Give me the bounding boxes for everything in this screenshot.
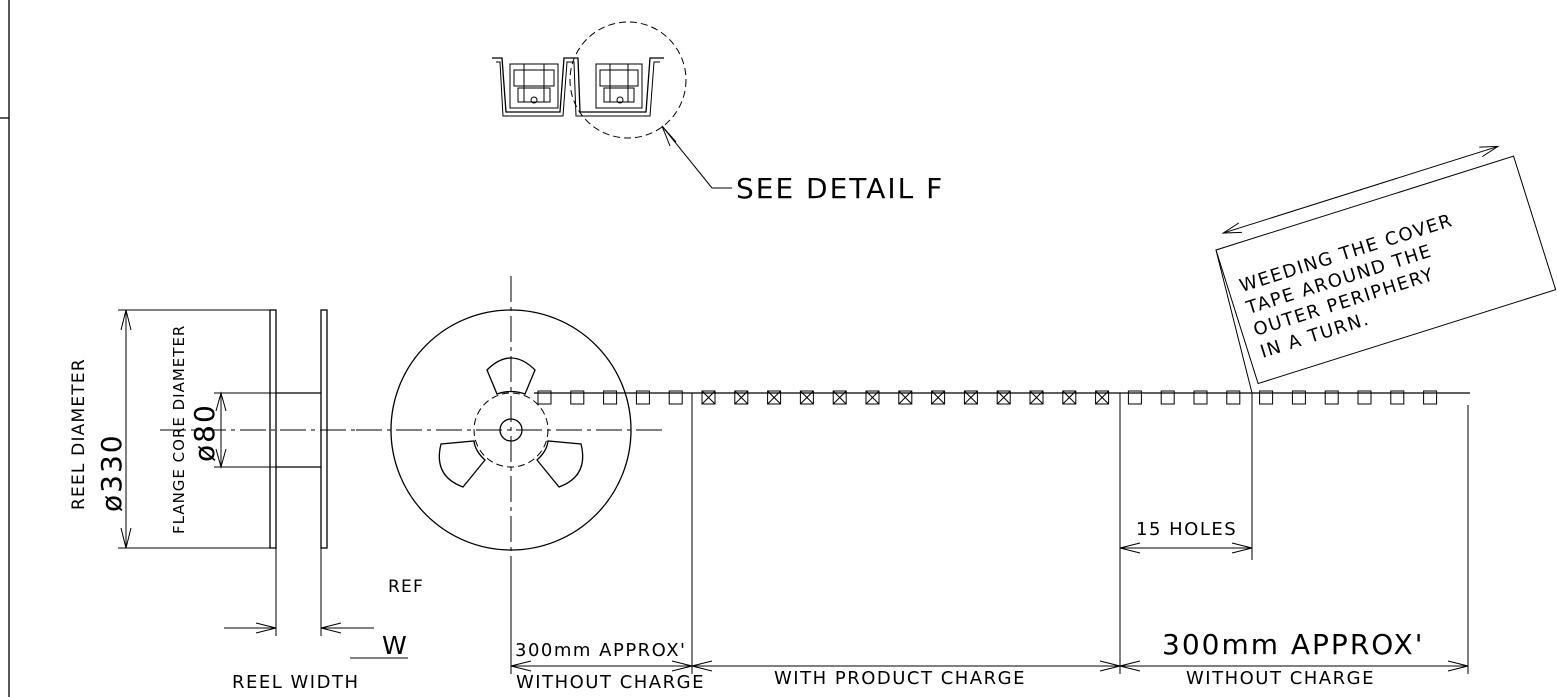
empty-pocket: [1390, 390, 1405, 405]
filled-pocket: [898, 390, 913, 405]
empty-pocket: [603, 390, 618, 405]
empty-pocket: [1160, 390, 1175, 405]
filled-pocket: [734, 390, 749, 405]
empty-pocket: [1324, 390, 1339, 405]
filled-pocket: [1029, 390, 1044, 405]
filled-pocket: [832, 390, 847, 405]
tape-cross-section: [492, 57, 664, 117]
reel-diameter-label: REEL DIAMETER: [69, 358, 89, 510]
flange-core-diameter-label: FLANGE CORE DIAMETER: [170, 325, 188, 534]
empty-pocket: [1291, 390, 1306, 405]
reel-side-view: [118, 309, 408, 659]
filled-pocket: [701, 390, 716, 405]
note-box: WEEDING THE COVER TAPE AROUND THE OUTER …: [1215, 145, 1557, 385]
w-label: W: [382, 631, 409, 660]
without-charge-right-label: WITHOUT CHARGE: [1186, 668, 1375, 689]
filled-pocket: [1062, 390, 1077, 405]
empty-pocket: [635, 390, 650, 405]
filled-pocket: [799, 390, 814, 405]
empty-pocket: [1193, 390, 1208, 405]
without-charge-left-label: WITHOUT CHARGE: [516, 672, 705, 693]
empty-pocket: [570, 390, 585, 405]
empty-pocket: [668, 390, 683, 405]
empty-pocket: [537, 390, 552, 405]
filled-pocket: [996, 390, 1011, 405]
carrier-tape: [534, 390, 1470, 405]
empty-pocket: [1423, 390, 1438, 405]
tape-pockets: [537, 390, 1438, 405]
filled-pocket: [1095, 390, 1110, 405]
filled-pocket: [963, 390, 978, 405]
detail-f-callout: SEE DETAIL F: [569, 21, 944, 205]
section-dimensions: [510, 393, 1469, 674]
empty-pocket: [1226, 390, 1241, 405]
empty-pocket: [1127, 390, 1142, 405]
flange-core-value: ø80: [188, 403, 221, 462]
filled-pocket: [865, 390, 880, 405]
empty-pocket: [1357, 390, 1372, 405]
reel-front-view: [356, 276, 664, 580]
approx-right-label: 300mm APPROX': [1162, 628, 1424, 661]
empty-pocket: [1259, 390, 1274, 405]
ref-label: REF: [388, 577, 424, 597]
approx-left-label: 300mm APPROX': [515, 640, 686, 661]
frame-border: [0, 0, 10, 697]
reel-diameter-value: ø330: [95, 433, 128, 512]
filled-pocket: [767, 390, 782, 405]
filled-pocket: [931, 390, 946, 405]
with-product-charge-label: WITH PRODUCT CHARGE: [774, 668, 1026, 689]
holes-label: 15 HOLES: [1136, 519, 1237, 540]
reel-width-label: REEL WIDTH: [232, 672, 360, 693]
see-detail-label: SEE DETAIL F: [736, 172, 944, 205]
